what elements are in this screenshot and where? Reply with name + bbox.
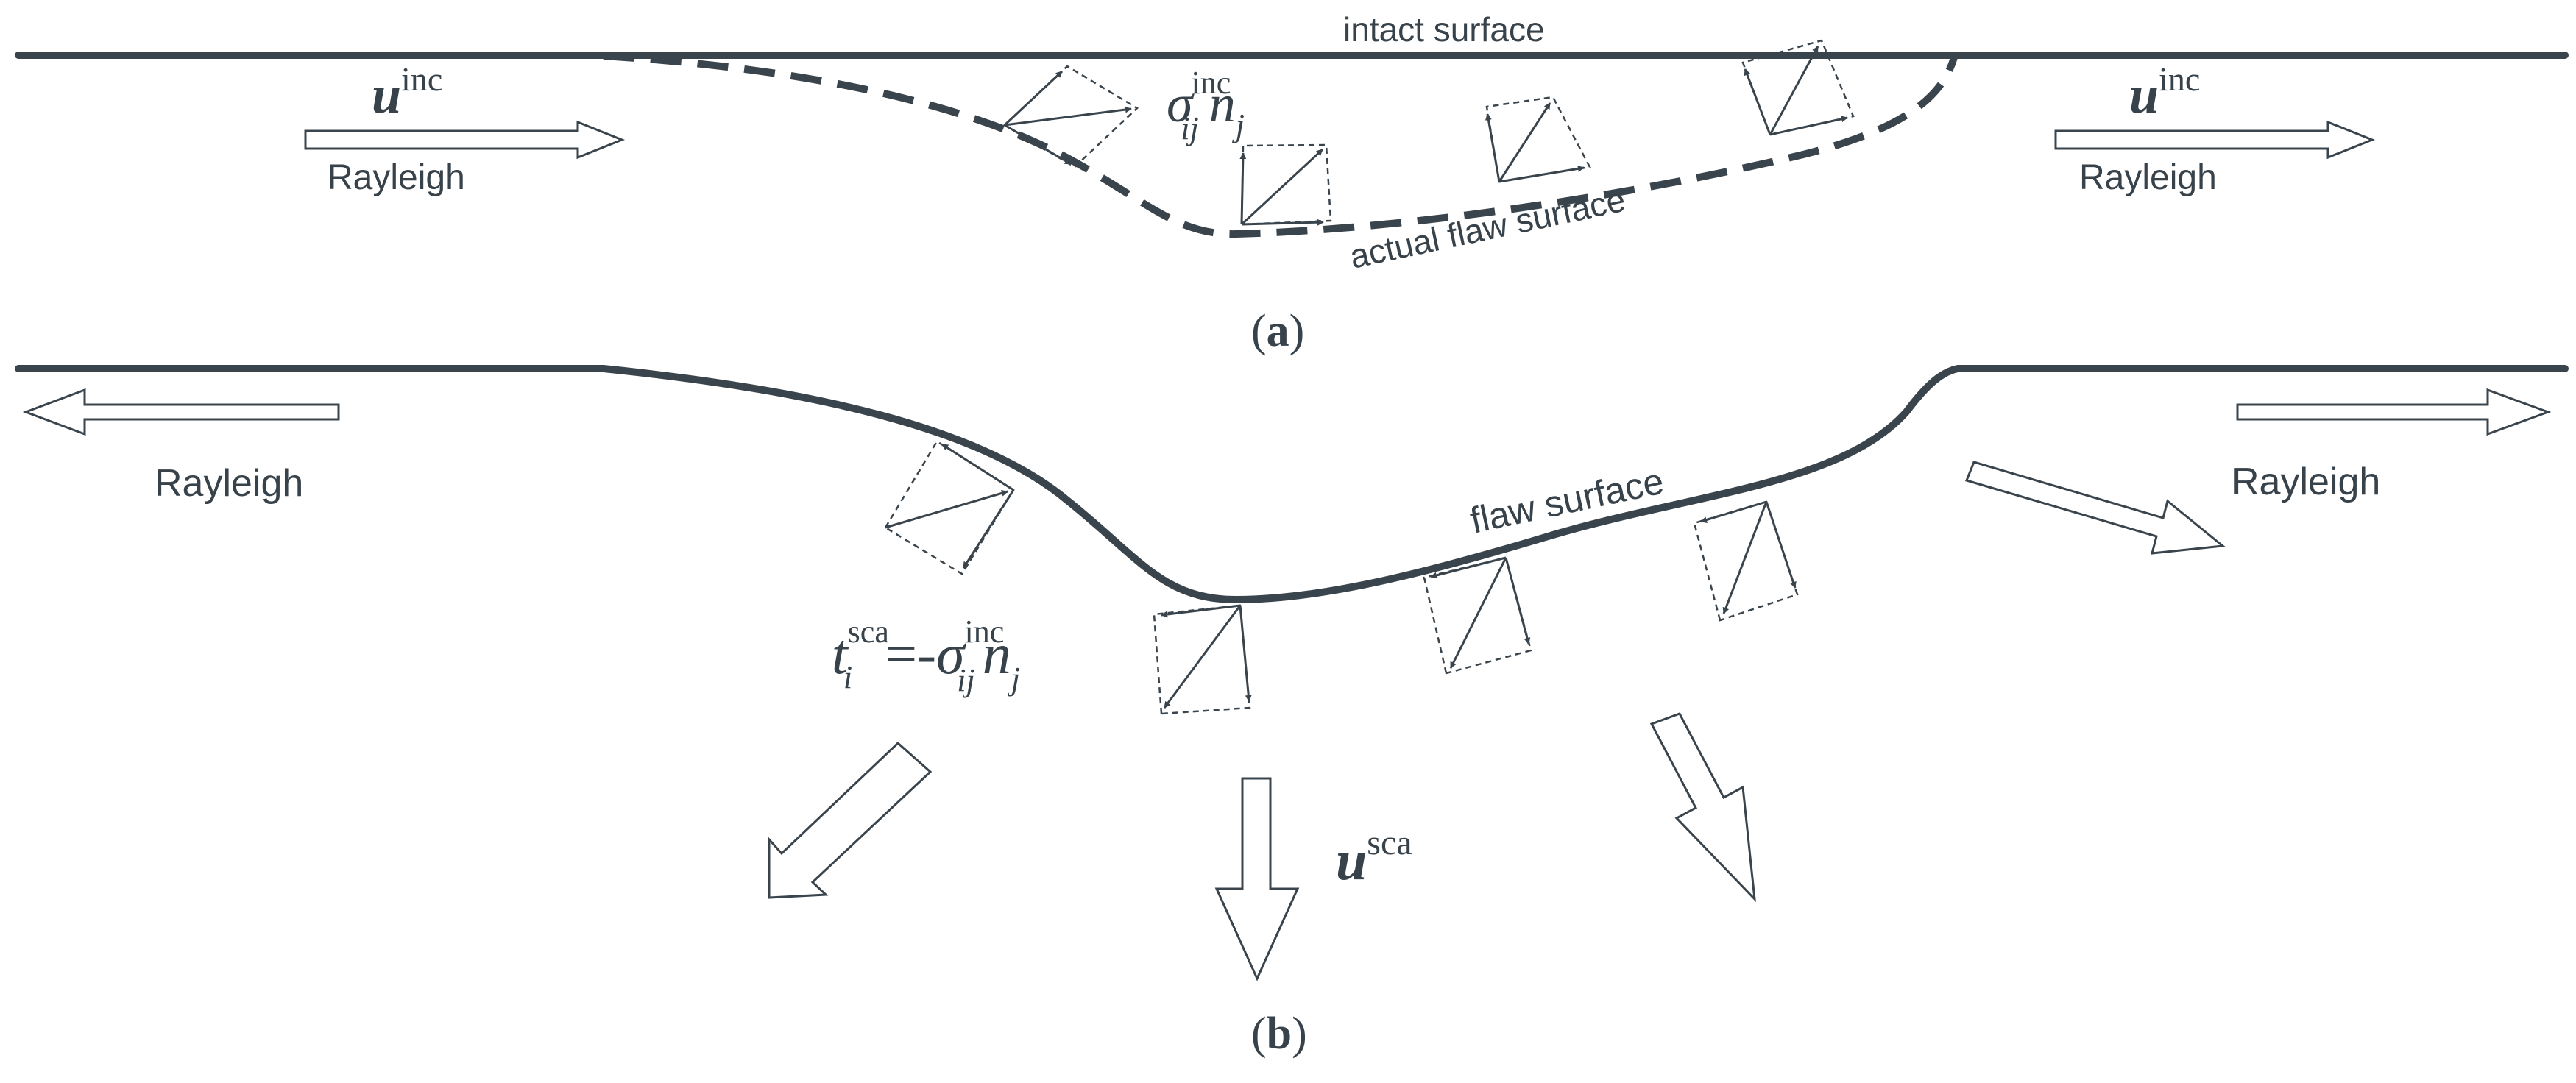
scattered-wave-arrow-3	[768, 741, 933, 899]
scattered-wave-arrow-5	[1649, 712, 1756, 903]
traction-decomposition-b1	[884, 440, 1015, 575]
scattered-displacement-label: usca	[1336, 823, 1412, 892]
traction-decomposition-a3	[1485, 96, 1591, 183]
actual-flaw-surface-label: actual flaw surface	[1346, 180, 1628, 276]
flaw-surface-line	[15, 365, 2569, 603]
traction-decomposition-a2	[1239, 143, 1332, 226]
scattered-rayleigh-left-label: Rayleigh	[155, 462, 303, 505]
caption-a: (a)	[1251, 306, 1304, 356]
incident-displacement-left: uinc	[372, 60, 442, 124]
intact-surface-label: intact surface	[1343, 10, 1545, 49]
caption-b: (b)	[1251, 1009, 1307, 1059]
incident-displacement-right: uinc	[2129, 60, 2200, 124]
scattered-wave-arrow-1	[0, 246, 4, 418]
panel-a: intact surface actual flaw surface uinc …	[15, 10, 2569, 356]
scattered-rayleigh-right-label: Rayleigh	[2232, 461, 2380, 503]
scattered-wave-arrow-4	[1214, 777, 1300, 981]
panel-b: flaw surface Rayleigh Rayleigh	[0, 246, 2569, 1059]
traction-decomposition-b2	[1153, 604, 1252, 715]
traction-decomposition-b3	[1423, 556, 1532, 675]
incident-rayleigh-right-label: Rayleigh	[2079, 158, 2217, 197]
scattered-rayleigh-arrow-left	[22, 388, 340, 436]
scattered-wave-arrow-2	[1964, 461, 2226, 555]
incident-arrow-right	[2054, 120, 2376, 160]
scattered-rayleigh-arrow-right	[2236, 388, 2552, 436]
actual-flaw-surface-dashed	[603, 52, 1958, 238]
traction-decomposition-a1	[1002, 65, 1139, 168]
traction-decomposition-a4	[1741, 39, 1855, 136]
incident-arrow-left	[304, 120, 626, 160]
incident-rayleigh-left-label: Rayleigh	[328, 158, 465, 197]
traction-decomposition-b4	[1693, 500, 1799, 622]
